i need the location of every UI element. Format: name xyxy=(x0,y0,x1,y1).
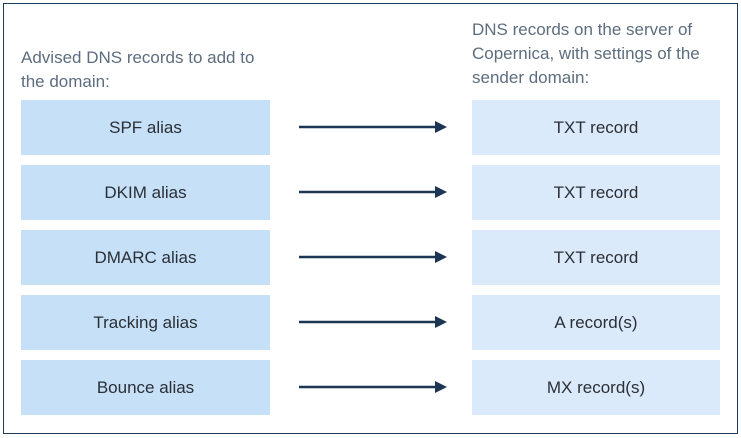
alias-box-dmarc: DMARC alias xyxy=(21,230,270,285)
server-records-heading: DNS records on the server of Copernica, … xyxy=(472,20,700,87)
arrow-icon xyxy=(299,121,447,133)
record-box-dkim: TXT record xyxy=(472,165,720,220)
record-box-bounce: MX record(s) xyxy=(472,360,720,415)
alias-box-spf: SPF alias xyxy=(21,100,270,155)
alias-box-bounce: Bounce alias xyxy=(21,360,270,415)
arrow-icon xyxy=(299,316,447,328)
arrow-icon xyxy=(299,251,447,263)
record-box-dmarc: TXT record xyxy=(472,230,720,285)
arrow-icon xyxy=(299,381,447,393)
alias-box-dkim: DKIM alias xyxy=(21,165,270,220)
diagram-frame: Advised DNS records to add to the domain… xyxy=(3,3,738,434)
arrow-icon xyxy=(299,186,447,198)
advised-records-heading: Advised DNS records to add to the domain… xyxy=(21,48,255,91)
alias-box-tracking: Tracking alias xyxy=(21,295,270,350)
record-box-spf: TXT record xyxy=(472,100,720,155)
record-box-tracking: A record(s) xyxy=(472,295,720,350)
